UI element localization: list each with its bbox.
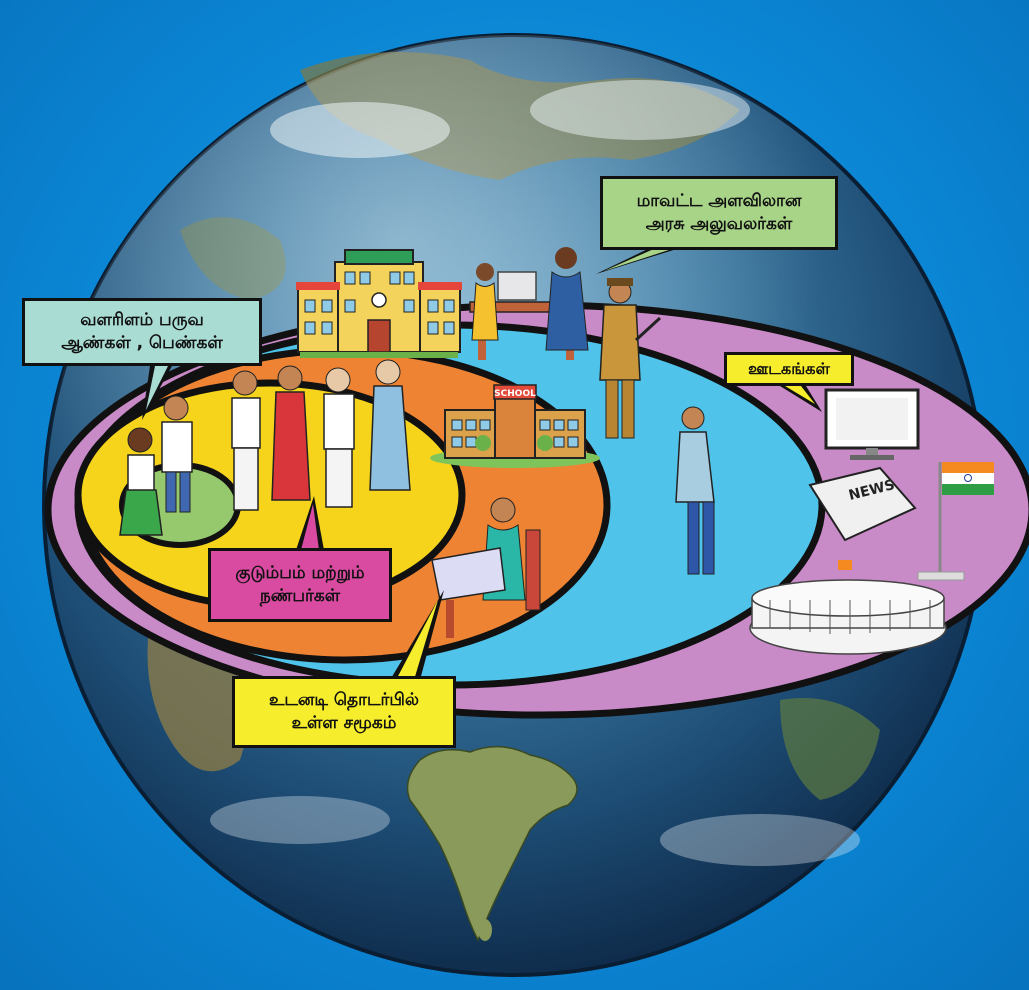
callout-media: ஊடகங்கள் [724,352,854,386]
callout-immediate-community: உடனடி தொடர்பில் உள்ள சமூகம் [232,676,456,748]
teacher-illustration [431,497,541,638]
college-building-illustration [296,249,462,358]
callout-adolescents: வளரிளம் பருவ ஆண்கள் , பெண்கள் [22,298,262,366]
adolescents-illustration [119,395,193,536]
young-man-illustration [675,406,715,575]
school-building-illustration: SCHOOL [430,384,600,468]
newspaper-illustration: NEWS [808,466,917,542]
television-illustration [824,388,920,460]
callout-district-officials: மாவட்ட அளவிலான அரசு அலுவலர்கள் [600,176,838,250]
callout-pointer-fills [146,248,815,680]
parliament-building-illustration [749,560,947,655]
family-group-illustration [231,359,411,511]
police-officer-illustration [599,278,662,439]
school-sign: SCHOOL [494,389,536,399]
government-office-illustration [469,247,589,360]
flag-illustration [917,462,994,581]
callout-family-friends: குடும்பம் மற்றும் நண்பர்கள் [208,548,392,622]
